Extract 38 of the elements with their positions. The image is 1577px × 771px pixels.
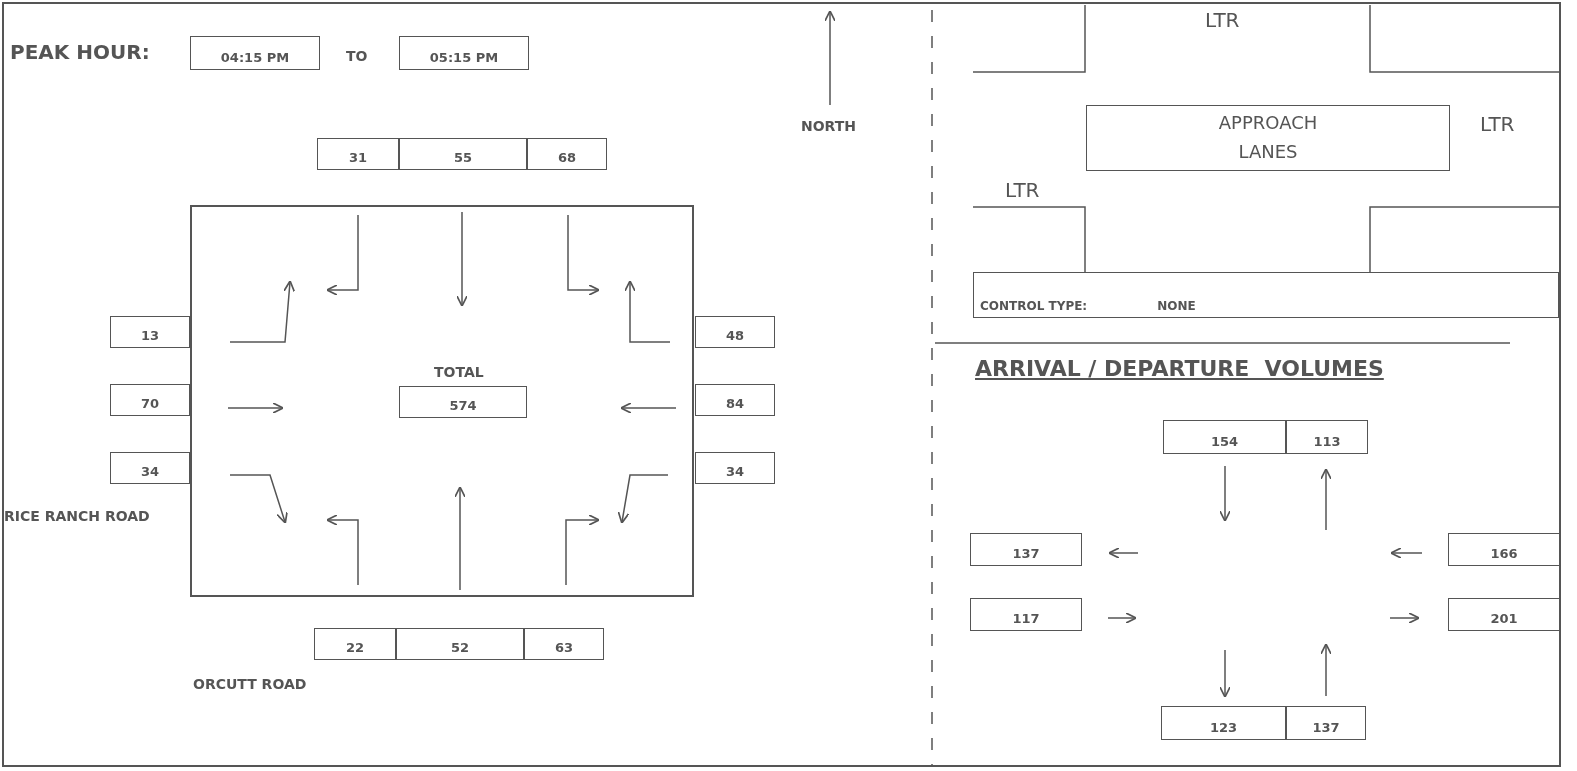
- control-type-panel: [973, 272, 1559, 318]
- to-label: TO: [346, 48, 368, 64]
- north-label: NORTH: [801, 118, 857, 134]
- lane-label: LTR: [1005, 178, 1040, 202]
- street-name: RICE RANCH ROAD: [4, 508, 150, 524]
- street-name: ORCUTT ROAD: [193, 676, 307, 692]
- total-box: 574: [399, 386, 527, 418]
- volume-box: 137: [1286, 706, 1366, 740]
- volume-box: 166: [1448, 533, 1560, 566]
- volume-box: 63: [524, 628, 604, 660]
- lane-label: LTR: [1205, 8, 1240, 32]
- volume-box: 70: [110, 384, 190, 416]
- time-box: 05:15 PM: [399, 36, 529, 70]
- time-box: 04:15 PM: [190, 36, 320, 70]
- volume-box: 55: [399, 138, 527, 170]
- volume-box: 31: [317, 138, 399, 170]
- section-heading: ARRIVAL / DEPARTURE VOLUMES: [975, 356, 1384, 381]
- volume-box: 34: [695, 452, 775, 484]
- peak-hour-label: PEAK HOUR:: [10, 40, 150, 64]
- volume-box: 137: [970, 533, 1082, 566]
- total-label: TOTAL: [434, 364, 484, 380]
- approach-lanes-box: APPROACH LANES: [1086, 105, 1450, 171]
- volume-box: 123: [1161, 706, 1286, 740]
- volume-box: 113: [1286, 420, 1368, 454]
- control-type-value: NONE: [1157, 299, 1196, 313]
- volume-box: 22: [314, 628, 396, 660]
- volume-box: 154: [1163, 420, 1286, 454]
- volume-box: 68: [527, 138, 607, 170]
- control-type-label: CONTROL TYPE:: [980, 299, 1088, 313]
- volume-box: 48: [695, 316, 775, 348]
- volume-box: 13: [110, 316, 190, 348]
- intersection-box: [190, 205, 694, 597]
- volume-box: 201: [1448, 598, 1560, 631]
- volume-box: 84: [695, 384, 775, 416]
- lane-label: LTR: [1480, 112, 1515, 136]
- volume-box: 34: [110, 452, 190, 484]
- volume-box: 52: [396, 628, 524, 660]
- volume-box: 117: [970, 598, 1082, 631]
